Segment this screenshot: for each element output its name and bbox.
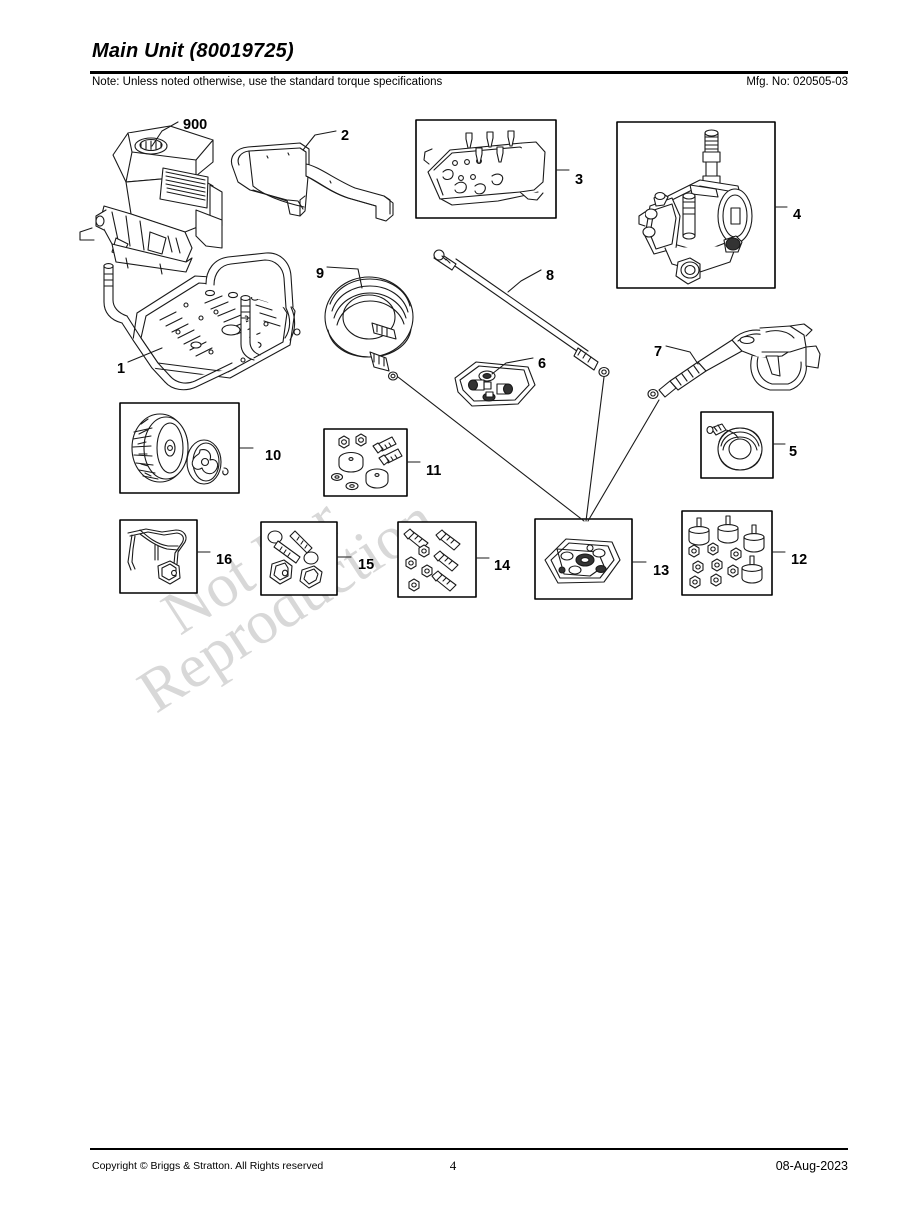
wire-bracket-kit-art [119,519,211,594]
callout-6: 6 [538,356,547,372]
high-pressure-hose-coil-art [324,266,414,381]
header-divider [90,71,848,74]
callout-7: 7 [654,344,663,360]
detergent-siphon-hose-art [700,411,786,479]
nozzle-kit-bag-art [454,357,536,407]
spray-wand-lance-art [433,249,610,378]
callout-16: 16 [216,552,233,568]
pump-assembly-art [616,121,788,289]
wheel-hardware-kit-art [323,428,421,497]
page-number: 4 [449,1158,457,1173]
torque-note: Note: Unless noted otherwise, use the st… [92,76,443,88]
engine-assembly-art [79,121,223,275]
callout-2: 2 [341,128,350,144]
callout-15: 15 [358,557,375,573]
footer-divider [90,1148,848,1150]
spray-gun-trigger-art [647,323,821,400]
bolt-and-nut-kit-art [397,521,490,598]
callout-8: 8 [546,268,555,284]
callout-10: 10 [265,448,282,464]
callout-13: 13 [653,563,670,579]
callout-9: 9 [316,266,325,282]
wheel-and-hubcap-art [119,402,254,494]
callout-11: 11 [426,463,442,479]
callout-14: 14 [494,558,511,574]
revision-date: 08-Aug-2023 [775,1159,848,1173]
callout-3: 3 [575,172,584,188]
copyright-text: Copyright © Briggs & Stratton. All Right… [92,1160,324,1172]
frame-base-cart-art [103,252,301,391]
bolt-and-bushing-kit-art [260,521,352,596]
callout-5: 5 [789,444,798,460]
o-ring-kit-bag-art [397,376,660,600]
callout-4: 4 [793,207,802,223]
callout-900: 900 [183,117,208,133]
callout-1: 1 [117,361,126,377]
callout-12: 12 [791,552,808,568]
mount-and-nut-kit-art [681,510,786,596]
handle-bar-art [230,130,394,222]
mfg-number: Mfg. No: 020505-03 [746,76,848,88]
shroud-panel-art [415,119,570,219]
page-title: Main Unit (80019725) [92,40,294,62]
